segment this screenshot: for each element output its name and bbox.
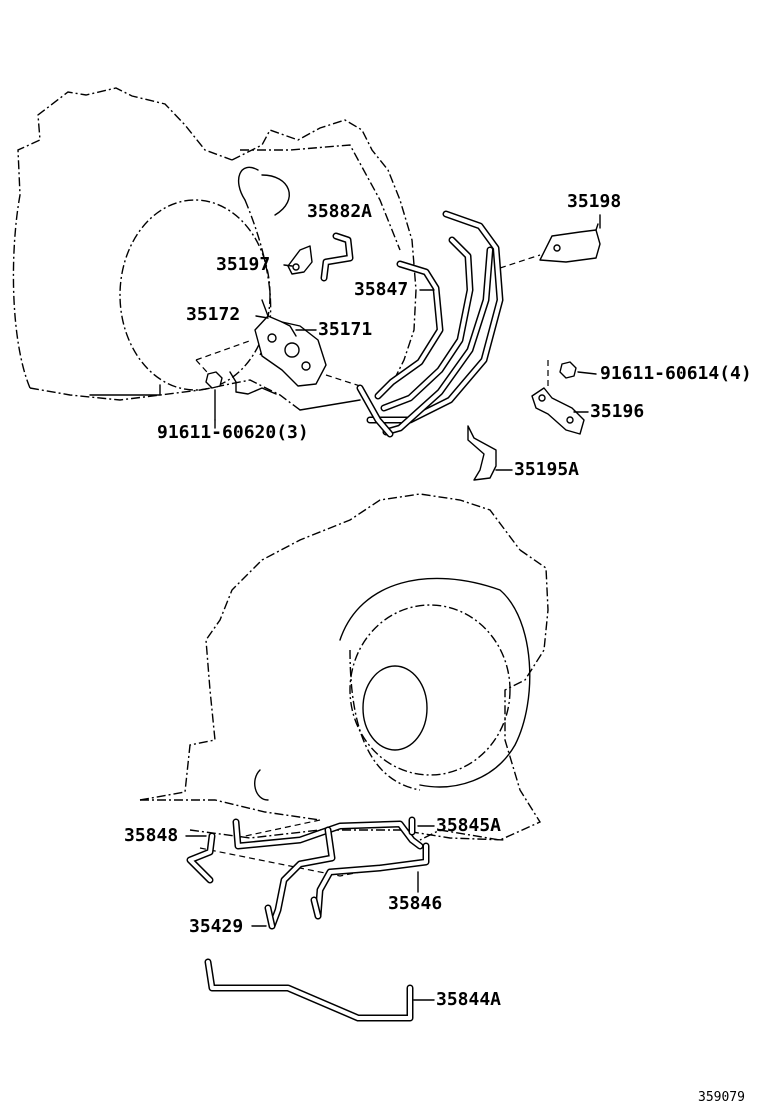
label-35846: 35846 bbox=[388, 893, 443, 914]
label-35429: 35429 bbox=[189, 916, 244, 937]
part-35848-pipe bbox=[186, 832, 216, 884]
part-35171-valve-body bbox=[254, 299, 327, 387]
figure-id: 359079 bbox=[698, 1090, 745, 1105]
part-91611-60614-bolt bbox=[559, 361, 577, 379]
label-35847: 35847 bbox=[354, 279, 409, 300]
label-35196: 35196 bbox=[590, 401, 645, 422]
label-91611-60614: 91611-60614(4) bbox=[600, 363, 752, 384]
label-35195A: 35195A bbox=[514, 459, 580, 480]
label-35197: 35197 bbox=[216, 254, 271, 275]
part-35847-pipe bbox=[356, 210, 504, 438]
upper-leader-dashes bbox=[195, 254, 570, 395]
lower-transmission-outline bbox=[139, 493, 549, 841]
label-35882A: 35882A bbox=[307, 201, 373, 222]
label-35844A: 35844A bbox=[436, 989, 502, 1010]
part-35882A-pipe bbox=[320, 232, 354, 282]
label-35171: 35171 bbox=[318, 319, 373, 340]
part-91611-60620-bolt bbox=[205, 371, 223, 421]
part-35198-bracket bbox=[539, 223, 601, 263]
label-35198: 35198 bbox=[567, 191, 622, 212]
upper-transmission-outline bbox=[12, 87, 417, 411]
label-35172: 35172 bbox=[186, 304, 241, 325]
part-35429-pipe bbox=[264, 826, 336, 930]
label-leader-lines bbox=[185, 214, 601, 1001]
part-35195A-bracket bbox=[467, 425, 497, 481]
part-35845A-pipe bbox=[232, 816, 424, 850]
part-35844A-pipe bbox=[204, 958, 414, 1022]
part-35846-pipe bbox=[310, 842, 430, 920]
label-91611-60620: 91611-60620(3) bbox=[157, 422, 309, 443]
label-35848: 35848 bbox=[124, 825, 179, 846]
label-35845A: 35845A bbox=[436, 815, 502, 836]
part-35197-bracket bbox=[287, 245, 313, 275]
part-35196-bracket bbox=[531, 387, 585, 435]
